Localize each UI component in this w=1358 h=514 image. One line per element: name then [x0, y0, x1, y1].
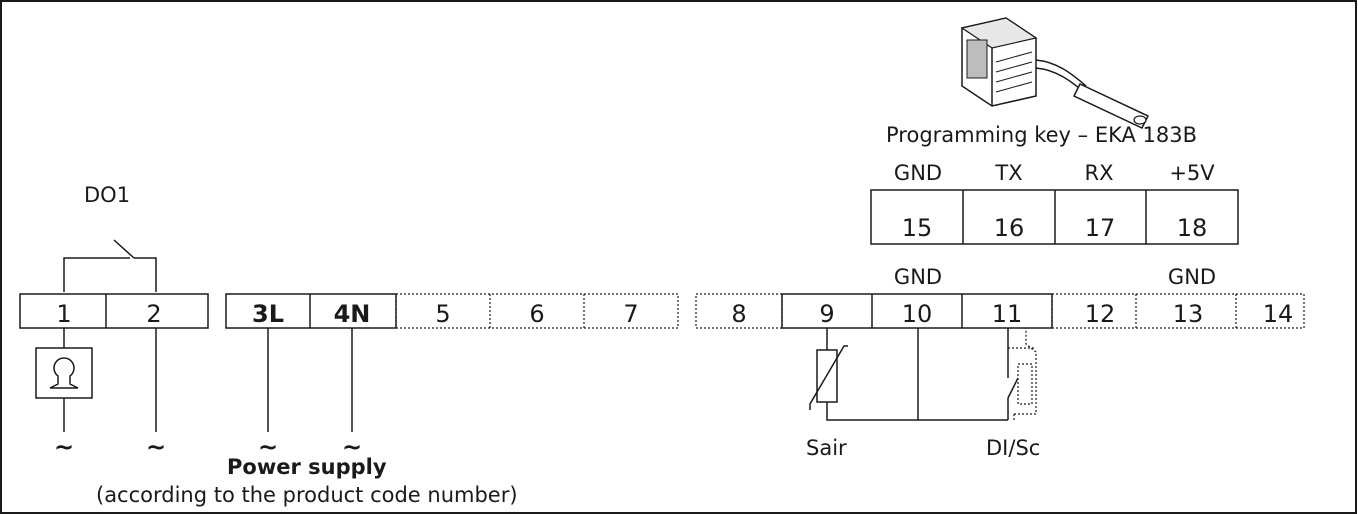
programming-key-image: [960, 17, 1150, 129]
di-sc-label: DI/Sc: [986, 436, 1040, 460]
relay-label: DO1: [84, 183, 130, 207]
terminal-9: 9: [819, 300, 834, 328]
terminal-11: 11: [992, 300, 1023, 328]
terminal-14: 14: [1263, 300, 1294, 328]
ac-symbol-3l: ~: [258, 433, 278, 461]
ac-symbol-1: ~: [54, 433, 74, 461]
load-symbol: [35, 328, 93, 432]
key-signal-gnd: GND: [894, 161, 942, 185]
sair-sensor: [809, 328, 918, 421]
terminal-6: 6: [529, 300, 544, 328]
terminal-3l: 3L: [252, 300, 284, 328]
di-sc-input: [918, 328, 1037, 421]
gnd-label-13: GND: [1168, 265, 1216, 289]
terminal-13: 13: [1173, 300, 1204, 328]
terminal-5: 5: [435, 300, 450, 328]
terminal-block-power: [225, 293, 679, 329]
terminal-2: 2: [146, 300, 161, 328]
terminal-4n: 4N: [334, 300, 371, 328]
terminal-8: 8: [731, 300, 746, 328]
key-terminal-17: 17: [1085, 214, 1116, 242]
programming-key-label: Programming key – EKA 183B: [886, 123, 1197, 147]
power-supply-note: (according to the product code number): [96, 483, 518, 507]
key-terminal-block: [870, 189, 1239, 245]
terminal-1: 1: [56, 300, 71, 328]
key-terminal-15: 15: [902, 214, 933, 242]
key-signal-tx: TX: [994, 161, 1022, 185]
power-supply-title: Power supply: [227, 455, 387, 479]
terminal-7: 7: [623, 300, 638, 328]
ac-symbol-2: ~: [146, 433, 166, 461]
gnd-label-10: GND: [894, 265, 942, 289]
terminal-block-relay: [19, 293, 209, 329]
terminal-12: 12: [1085, 300, 1116, 328]
terminal-10: 10: [902, 300, 933, 328]
key-signal-5v: +5V: [1169, 161, 1215, 185]
relay-contact: [63, 239, 157, 292]
key-terminal-16: 16: [994, 214, 1025, 242]
sair-label: Sair: [806, 436, 847, 460]
terminal-block-io: [695, 293, 1305, 329]
key-signal-rx: RX: [1085, 161, 1114, 185]
key-terminal-18: 18: [1177, 214, 1208, 242]
ac-symbol-4n: ~: [342, 433, 362, 461]
